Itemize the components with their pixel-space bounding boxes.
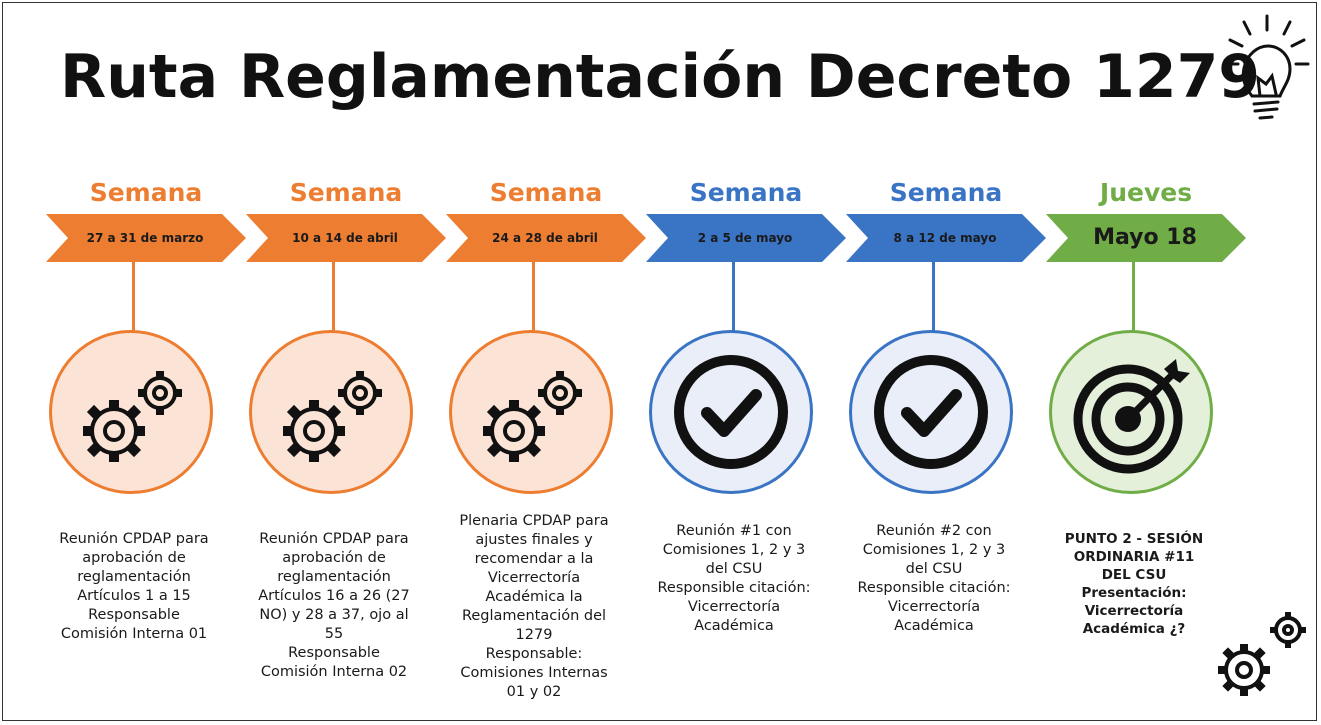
connector-line xyxy=(332,262,335,332)
gears-icon xyxy=(283,371,382,462)
date-label: 2 a 5 de mayo xyxy=(697,231,793,245)
desc-line: Reunión CPDAP para xyxy=(59,531,209,547)
desc-line: Comisiones 1, 2 y 3 xyxy=(662,542,806,558)
desc-line: ORDINARIA #11 xyxy=(1073,549,1195,565)
icon-circle xyxy=(449,330,613,494)
gears-icon xyxy=(483,371,582,462)
desc-line: NO) y 28 a 37, ojo al xyxy=(259,607,409,623)
desc-line: Responsible citación: xyxy=(857,580,1011,596)
desc-line: Académica xyxy=(894,618,974,634)
step-heading: Semana xyxy=(689,178,803,207)
desc-line: Responsable: xyxy=(485,646,583,662)
desc-line: del CSU xyxy=(905,561,963,577)
date-label: 24 a 28 de abril xyxy=(492,231,598,245)
desc-line: Académica xyxy=(694,618,774,634)
desc-line: Reunión #2 con xyxy=(876,523,992,539)
desc-line: reglamentación xyxy=(277,569,391,585)
desc-line: Reglamentación del xyxy=(461,608,607,624)
gears-decoration-icon xyxy=(1218,612,1306,696)
desc-line: Académica la xyxy=(485,589,583,605)
desc-line: 55 xyxy=(324,626,344,642)
desc-line: ajustes finales y xyxy=(475,532,593,548)
desc-line: Reunión #1 con xyxy=(676,523,792,539)
step-description: Reunión CPDAP para aprobación de reglament… xyxy=(34,530,234,644)
desc-line: Responsable xyxy=(288,645,380,661)
desc-line: DEL CSU xyxy=(1101,567,1167,583)
desc-line: Reunión CPDAP para xyxy=(259,531,409,547)
date-label: Mayo 18 xyxy=(1093,225,1197,250)
icon-circle xyxy=(1049,330,1213,494)
timeline-step-6: Jueves Mayo 18 PUNTO 2 - SESIÓN ORDINARIA… xyxy=(1046,178,1246,723)
target-icon xyxy=(1073,359,1190,474)
desc-line: Vicerrectoría xyxy=(887,599,981,615)
desc-line: Vicerrectoría xyxy=(1084,603,1184,619)
icon-circle xyxy=(849,330,1013,494)
desc-line: PUNTO 2 - SESIÓN xyxy=(1064,531,1204,547)
step-heading: Semana xyxy=(889,178,1003,207)
desc-line: recomendar a la xyxy=(474,551,594,567)
connector-line xyxy=(932,262,935,332)
desc-line: 01 y 02 xyxy=(506,684,562,700)
desc-line: Artículos 16 a 26 (27 xyxy=(258,588,410,604)
checkmark-icon xyxy=(674,355,788,469)
desc-line: Responsible citación: xyxy=(657,580,811,596)
connector-line xyxy=(1132,262,1135,332)
connector-line xyxy=(732,262,735,332)
desc-line: del CSU xyxy=(705,561,763,577)
icon-circle xyxy=(49,330,213,494)
desc-line: Académica ¿? xyxy=(1082,621,1186,637)
desc-line: aprobación de xyxy=(82,550,186,566)
connector-line xyxy=(532,262,535,332)
step-heading: Semana xyxy=(89,178,203,207)
connector-line xyxy=(132,262,135,332)
desc-line: 1279 xyxy=(515,627,553,643)
icon-circle xyxy=(649,330,813,494)
desc-line: Plenaria CPDAP para xyxy=(459,513,609,529)
date-label: 8 a 12 de mayo xyxy=(893,231,997,245)
desc-line: Artículos 1 a 15 xyxy=(77,588,191,604)
desc-line: Presentación: xyxy=(1081,585,1187,601)
step-description: Plenaria CPDAP para ajustes finales y reco… xyxy=(434,512,634,702)
step-heading: Semana xyxy=(289,178,403,207)
timeline-step-3: Semana 24 a 28 de abril Plenaria CPDAP p… xyxy=(446,178,646,723)
gears-icon xyxy=(83,371,182,462)
desc-line: Vicerrectoría xyxy=(687,599,781,615)
date-arrow: 2 a 5 de mayo xyxy=(646,214,846,262)
date-arrow: 10 a 14 de abril xyxy=(246,214,446,262)
step-heading: Jueves xyxy=(1099,178,1193,207)
desc-line: Comisión Interna 01 xyxy=(60,626,208,642)
step-heading: Semana xyxy=(489,178,603,207)
date-arrow: 8 a 12 de mayo xyxy=(846,214,1046,262)
desc-line: Comisiones Internas xyxy=(460,665,608,681)
step-description: Reunión CPDAP para aprobación de reglament… xyxy=(234,530,434,682)
desc-line: aprobación de xyxy=(282,550,386,566)
desc-line: reglamentación xyxy=(77,569,191,585)
timeline-step-1: Semana 27 a 31 de marzo Reunión CPDAP pa xyxy=(46,178,246,723)
timeline-step-2: Semana 10 a 14 de abril Reunión CPDAP pa… xyxy=(246,178,446,723)
page-title: Ruta Reglamentación Decreto 1279 xyxy=(60,42,1261,112)
date-arrow: 24 a 28 de abril xyxy=(446,214,646,262)
date-arrow: Mayo 18 xyxy=(1046,214,1246,262)
lightbulb-icon xyxy=(1224,14,1310,120)
date-label: 10 a 14 de abril xyxy=(292,231,398,245)
desc-line: Comisión Interna 02 xyxy=(260,664,408,680)
icon-circle xyxy=(249,330,413,494)
checkmark-icon xyxy=(874,355,988,469)
desc-line: Responsable xyxy=(88,607,180,623)
date-label: 27 a 31 de marzo xyxy=(86,231,204,245)
date-arrow: 27 a 31 de marzo xyxy=(46,214,246,262)
desc-line: Comisiones 1, 2 y 3 xyxy=(862,542,1006,558)
desc-line: Vicerrectoría xyxy=(487,570,581,586)
